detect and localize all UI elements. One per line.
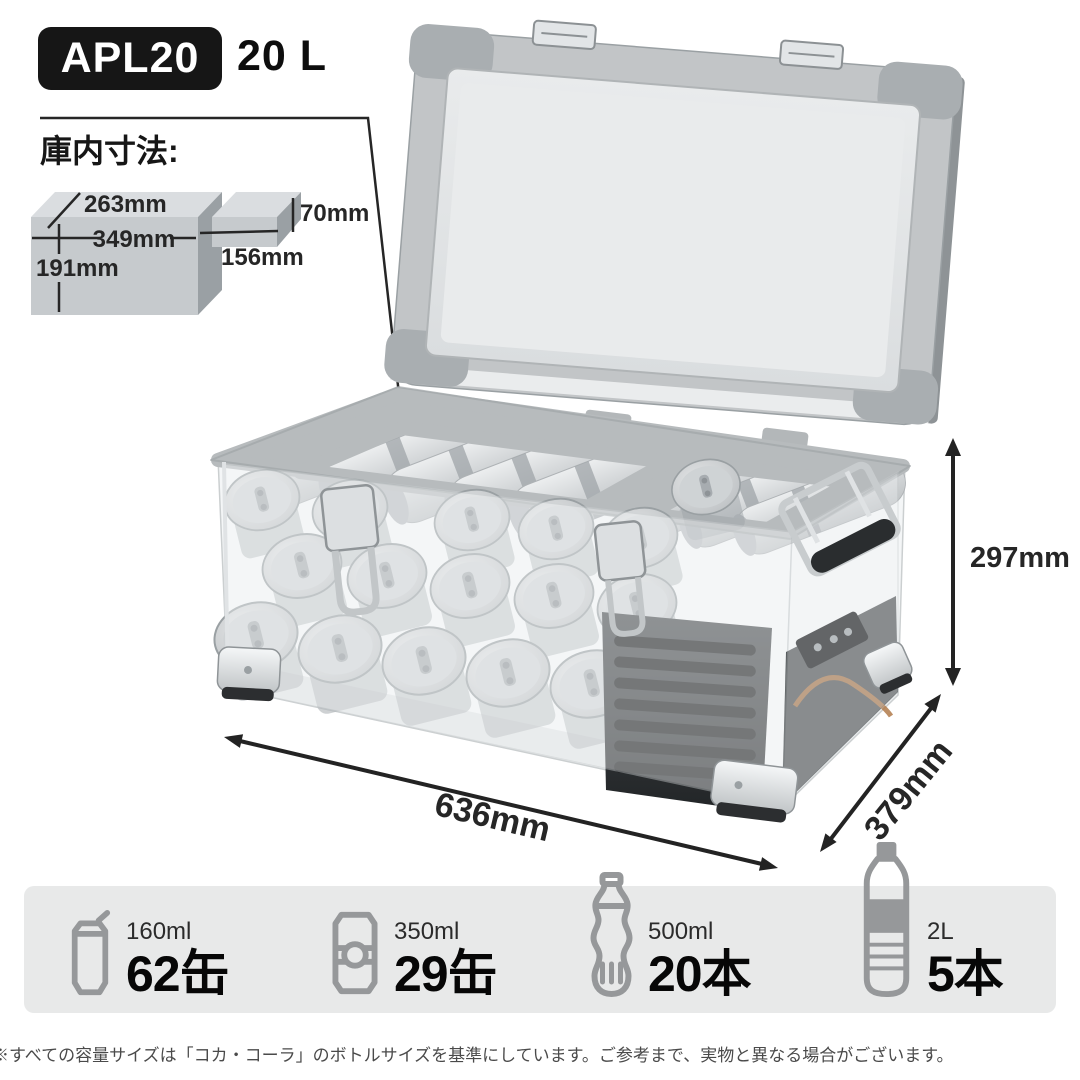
- dimension-label-width-156: 156mm: [221, 244, 304, 271]
- capacity-size: 500ml: [648, 918, 714, 946]
- dimension-label-depth-379: 379mm: [857, 733, 960, 848]
- interior-dimension-diagram: 263mm 349mm 191mm 70mm 156mm: [31, 191, 369, 315]
- cooler-lid: [384, 19, 965, 426]
- footnote: ※すべての容量サイズは「コカ・コーラ」のボトルサイズを基準にしています。ご参考ま…: [0, 1046, 954, 1065]
- cooler-body: [206, 386, 914, 823]
- capacity-count: 5本: [927, 945, 1004, 1002]
- can-small-icon: [71, 910, 111, 996]
- capacity-item-350ml: 350ml 29缶: [328, 908, 498, 1002]
- dimension-label-width-349: 349mm: [93, 226, 176, 253]
- model-badge-label: APL20: [60, 34, 200, 82]
- bottle-large-icon: [863, 842, 910, 998]
- front-latch-icon: [320, 484, 380, 616]
- lid-latch-icon: [778, 39, 845, 70]
- capacity-count: 20本: [648, 945, 752, 1002]
- side-handle: [778, 461, 901, 577]
- capacity-size: 160ml: [126, 918, 192, 946]
- dimension-label-height-70: 70mm: [300, 200, 369, 227]
- lid-latch-icon: [531, 19, 597, 51]
- capacity-item-500ml: 500ml 20本: [587, 872, 752, 1002]
- bottle-small-icon: [590, 872, 633, 997]
- height-arrow-297: 297mm: [945, 438, 1070, 686]
- capacity-item-160ml: 160ml 62缶: [66, 910, 230, 1002]
- can-medium-icon: [332, 911, 378, 995]
- dimension-label-height-191: 191mm: [36, 255, 119, 282]
- interior-dimensions-heading: 庫内寸法:: [40, 133, 179, 169]
- corner-feet: [216, 641, 913, 823]
- capacity-size: 2L: [927, 918, 954, 946]
- capacity-count: 62缶: [126, 945, 230, 1002]
- side-machinery: [781, 470, 899, 808]
- model-badge: APL20: [38, 27, 222, 90]
- dimension-label-width-636: 636mm: [431, 785, 554, 849]
- volume-label: 20 L: [237, 32, 328, 80]
- front-latch-icon: [593, 520, 647, 637]
- capacity-count: 29缶: [394, 945, 498, 1002]
- capacity-size: 350ml: [394, 918, 460, 946]
- capacity-item-2l: 2L 5本: [858, 842, 1004, 1002]
- dimension-label-depth-263: 263mm: [84, 191, 167, 218]
- dimension-label-height-297: 297mm: [970, 542, 1070, 574]
